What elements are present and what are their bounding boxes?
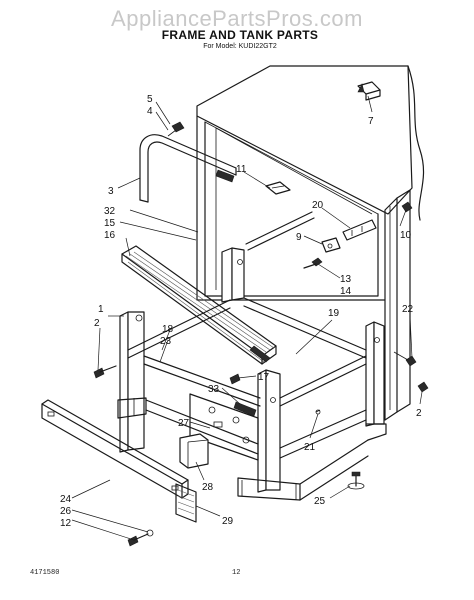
tank-top-outline	[196, 65, 413, 215]
frame-post-rear-right	[365, 321, 375, 427]
callout-7: 7	[368, 116, 374, 127]
tank-right-inner	[384, 206, 391, 410]
frame-post-rear-left	[221, 247, 233, 303]
callout-33: 33	[208, 384, 220, 395]
model-subtitle: For Model: KUDI22GT2	[203, 43, 277, 50]
part-16-end-block	[249, 345, 271, 363]
callout-9: 9	[296, 232, 302, 243]
diagram-code: 4171580	[30, 569, 60, 577]
part-29-bracket	[175, 483, 197, 523]
part-4-5-screw	[167, 121, 185, 137]
callout-2-left: 2	[94, 318, 100, 329]
part-20-bracket	[342, 219, 377, 241]
frame-foot-front-left	[117, 397, 147, 419]
part-3-top-rail	[139, 134, 237, 203]
callout-26: 26	[60, 506, 72, 517]
callout-28: 28	[202, 482, 214, 493]
callout-3: 3	[108, 186, 114, 197]
tank-rail	[245, 211, 315, 251]
frame-post-front-right	[257, 369, 267, 493]
tank-right-wall	[396, 189, 411, 413]
part-2-screw-left	[93, 365, 117, 379]
callout-20: 20	[312, 200, 324, 211]
tank-inner-back	[215, 127, 373, 290]
frame-beam-front-upper	[143, 355, 261, 407]
callout-10: 10	[400, 230, 412, 241]
watermark-text: AppliancePartsPros.com	[111, 6, 363, 31]
frame-beam-right-upper	[279, 355, 367, 407]
part-2-screw-right	[417, 381, 429, 393]
part-24-kick-panel	[41, 399, 189, 499]
callout-16: 16	[104, 230, 116, 241]
frame-beam-left-upper	[127, 299, 231, 359]
frame-beam-front-lower	[145, 399, 259, 455]
part-10-screw	[401, 201, 413, 213]
callout-15: 15	[104, 218, 116, 229]
callout-27: 27	[178, 418, 190, 429]
tank-assembly	[196, 65, 425, 421]
part-12-screw	[127, 529, 154, 547]
part-17-screw	[229, 373, 241, 385]
frame-beam-right-lower	[279, 409, 367, 459]
callout-21: 21	[304, 442, 316, 453]
callout-17: 17	[258, 372, 270, 383]
callout-2-right: 2	[416, 408, 422, 419]
tank-opening-edge	[204, 121, 379, 215]
callout-12: 12	[60, 518, 72, 529]
callout-19: 19	[328, 308, 340, 319]
part-9-bracket	[321, 237, 341, 253]
part-26-washer	[146, 529, 154, 537]
callout-24: 24	[60, 494, 72, 505]
callout-29: 29	[222, 516, 234, 527]
part-15-16-front-rail	[121, 245, 277, 365]
callout-32: 32	[104, 206, 116, 217]
callout-25: 25	[314, 496, 326, 507]
callout-22: 22	[402, 304, 414, 315]
callout-1: 1	[98, 304, 104, 315]
callout-11: 11	[236, 164, 247, 175]
callout-labels: 5 4 7 3 11 32 15 16 20 9 10 13 14 1 2 18…	[60, 94, 422, 529]
callout-4: 4	[147, 106, 153, 117]
leader-lines	[71, 95, 423, 541]
tank-opening	[204, 121, 379, 297]
callout-5: 5	[147, 94, 153, 105]
part-22-screw	[393, 351, 417, 367]
diagram-title: FRAME AND TANK PARTS	[161, 28, 319, 42]
callout-13: 13	[340, 274, 352, 285]
callout-23: 23	[160, 336, 172, 347]
frame-base-right	[299, 439, 369, 501]
part-28-box	[179, 433, 209, 469]
part-11-clip	[265, 181, 291, 195]
part-7-clip	[357, 81, 381, 101]
part-13-screw	[303, 257, 323, 269]
frame-post-front-left	[119, 311, 129, 453]
part-33-bracket	[233, 401, 257, 417]
callout-14: 14	[340, 286, 352, 297]
callout-18: 18	[162, 324, 174, 335]
part-25-leveling-leg	[347, 471, 365, 490]
page-number: 12	[232, 569, 241, 577]
part-3-end-clip	[215, 169, 235, 183]
frame-beam-rear	[243, 297, 367, 359]
tank-side-sheet	[407, 65, 425, 221]
